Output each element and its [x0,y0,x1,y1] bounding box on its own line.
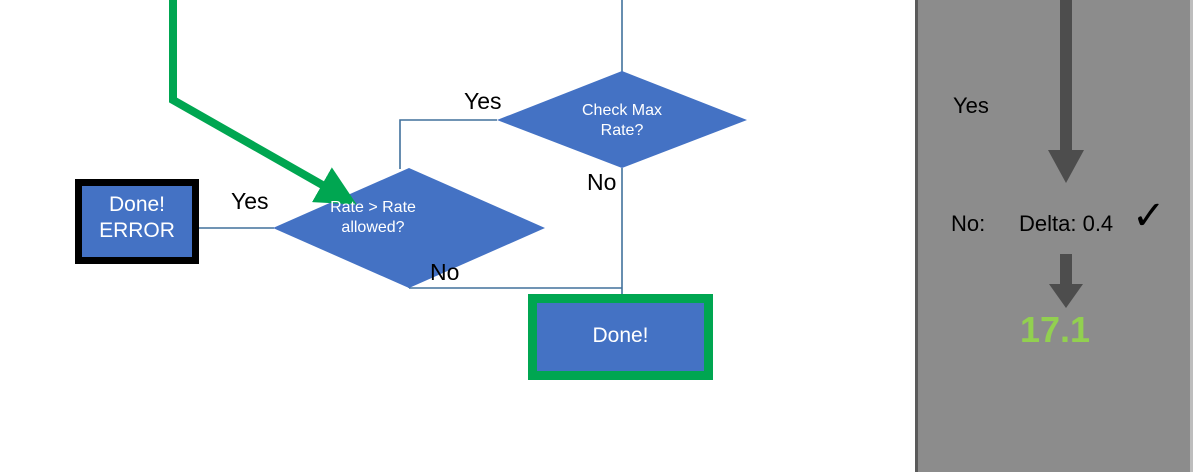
highlight-path-green [169,0,357,205]
process-done[interactable] [528,294,713,380]
results-panel: Yes No: Delta: 0.4 ✓ 17.1 [915,0,1193,472]
check-mark-icon: ✓ [1132,194,1166,238]
edge-label-checkmax-no: No [587,169,617,195]
process-done-error[interactable] [75,179,199,264]
panel-yes-label: Yes [953,93,989,118]
edge-label-checkmax-yes: Yes [464,88,502,114]
down-arrow-short [1049,254,1083,308]
connector-checkmax-yes [399,119,497,169]
edge-label-rate-no: No [430,259,460,285]
down-arrow-long [1048,0,1084,183]
panel-result-value: 17.1 [1020,309,1091,350]
panel-delta-value: Delta: 0.4 [1019,211,1114,236]
decision-rate-greater-than-allowed[interactable] [273,168,545,288]
decision-check-max-rate[interactable] [497,71,747,168]
panel-arrow-canvas [1048,0,1084,308]
edge-label-rate-yes: Yes [231,188,269,214]
panel-no-label: No: [951,211,986,236]
